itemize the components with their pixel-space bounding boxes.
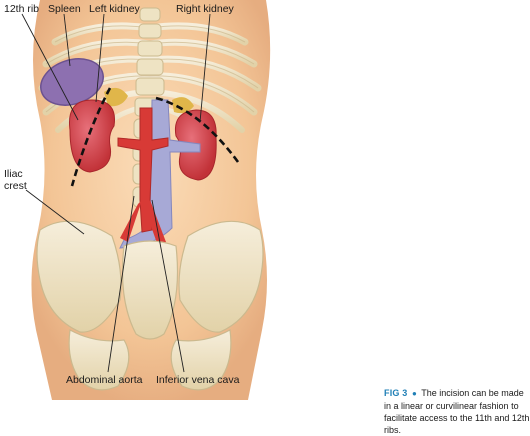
abdominal-aorta-label: Abdominal aorta bbox=[66, 374, 143, 386]
leader-lines bbox=[21, 13, 211, 373]
spleen-label: Spleen bbox=[48, 3, 81, 15]
iliac-crest-label-line1: Iliac bbox=[4, 168, 23, 180]
inferior-vena-cava-label: Inferior vena cava bbox=[156, 374, 240, 386]
iliac-crest-label-line2: crest bbox=[4, 180, 27, 192]
right-kidney-label: Right kidney bbox=[176, 3, 234, 15]
left-kidney-label: Left kidney bbox=[89, 3, 140, 15]
rib12-label: 12th rib bbox=[4, 3, 40, 15]
abdominal-aorta-vessel bbox=[117, 107, 169, 233]
left-kidney-organ bbox=[68, 99, 116, 173]
left-incision-line bbox=[70, 87, 112, 187]
right-incision-line bbox=[155, 96, 240, 163]
pelvis bbox=[36, 220, 264, 391]
anatomy-illustration bbox=[21, 0, 271, 400]
left-adrenal-gland bbox=[104, 87, 128, 107]
figure-caption: FIG 3 ● The incision can be made in a li… bbox=[384, 387, 530, 436]
caption-bullet: ● bbox=[412, 389, 417, 398]
figure-number: FIG 3 bbox=[384, 388, 408, 398]
right-adrenal-gland bbox=[172, 97, 194, 114]
